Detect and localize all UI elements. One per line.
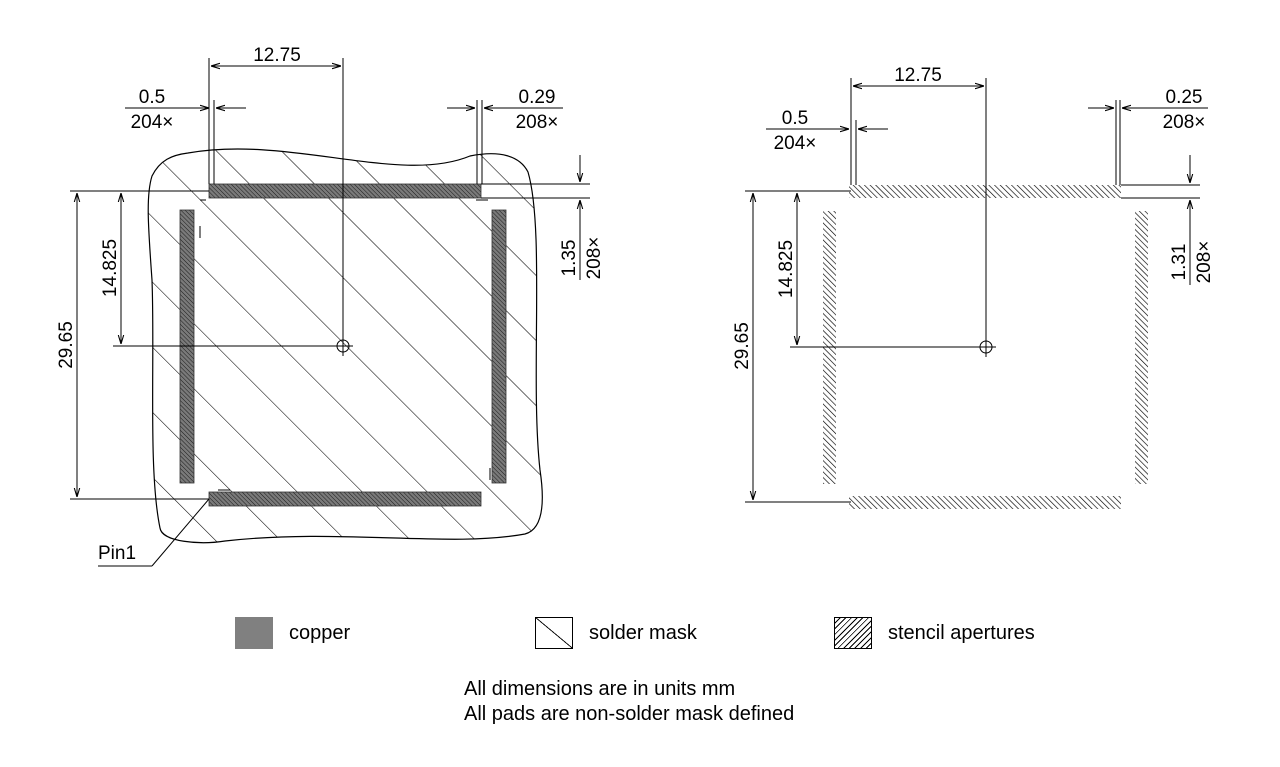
copper-pads-right [491, 209, 507, 484]
dim-full-span-y [745, 190, 851, 503]
pad-width-label: 0.29 [519, 87, 556, 108]
dim-half-span-y [790, 190, 980, 348]
aperture-width-count-label: 208× [1163, 112, 1206, 133]
pin1-label: Pin1 [98, 543, 136, 564]
dim-full-span-y-label: 29.65 [56, 321, 77, 369]
pad-width-count-label: 208× [516, 112, 559, 133]
dim-half-span-y-label: 14.825 [100, 239, 121, 297]
dim-half-span-y-label: 14.825 [776, 240, 797, 298]
pad-length-label: 1.35 [559, 240, 580, 277]
dim-pitch [766, 120, 888, 185]
dim-half-span-x-label: 12.75 [894, 65, 942, 86]
pad-length-count-label: 208× [584, 237, 605, 280]
stencil-swatch [834, 617, 872, 649]
dim-full-span-y-label: 29.65 [732, 322, 753, 370]
pitch-label: 0.5 [782, 108, 808, 129]
pitch-count-label: 204× [774, 133, 817, 154]
note-units: All dimensions are in units mm [464, 678, 736, 700]
dim-pitch [125, 100, 246, 184]
stencil-apertures-right [1135, 211, 1148, 484]
pin1-leader [98, 498, 210, 567]
note-pads: All pads are non-solder mask defined [464, 703, 795, 725]
pitch-label: 0.5 [139, 87, 165, 108]
dim-full-span-y [70, 190, 209, 500]
notes: All dimensions are in units mm All pads … [464, 677, 794, 727]
legend-copper-label: copper [289, 621, 351, 644]
copper-pads-bottom [208, 491, 482, 507]
dim-aperture-length [1121, 155, 1200, 285]
dim-pad-length [481, 155, 590, 280]
right-stencil-view: 12.75 0.5 204× 0.25 208× 1.31 208× [732, 65, 1215, 509]
legend-stencil-label: stencil apertures [888, 621, 1035, 644]
dim-half-span-x [208, 58, 344, 340]
legend-solder-mask-label: solder mask [589, 621, 697, 644]
dim-half-span-x [850, 78, 987, 341]
copper-swatch [235, 617, 273, 649]
aperture-width-label: 0.25 [1166, 87, 1203, 108]
dim-aperture-width [1088, 100, 1208, 185]
aperture-length-count-label: 208× [1194, 241, 1215, 284]
pitch-count-label: 204× [131, 112, 174, 133]
legend-stencil: stencil apertures [834, 617, 1035, 649]
aperture-length-label: 1.31 [1169, 244, 1190, 281]
solder-mask-swatch [535, 617, 573, 649]
left-land-pattern-view: 12.75 0.5 204× 0.29 208× 1.35 208× [56, 45, 605, 567]
stencil-apertures-bottom [849, 496, 1121, 509]
dim-half-span-x-label: 12.75 [253, 45, 301, 66]
legend-solder-mask: solder mask [535, 617, 697, 649]
stencil-apertures-top [849, 185, 1121, 198]
dim-pad-width [447, 100, 563, 184]
copper-pads-top [208, 183, 482, 199]
legend-copper: copper [235, 617, 350, 649]
